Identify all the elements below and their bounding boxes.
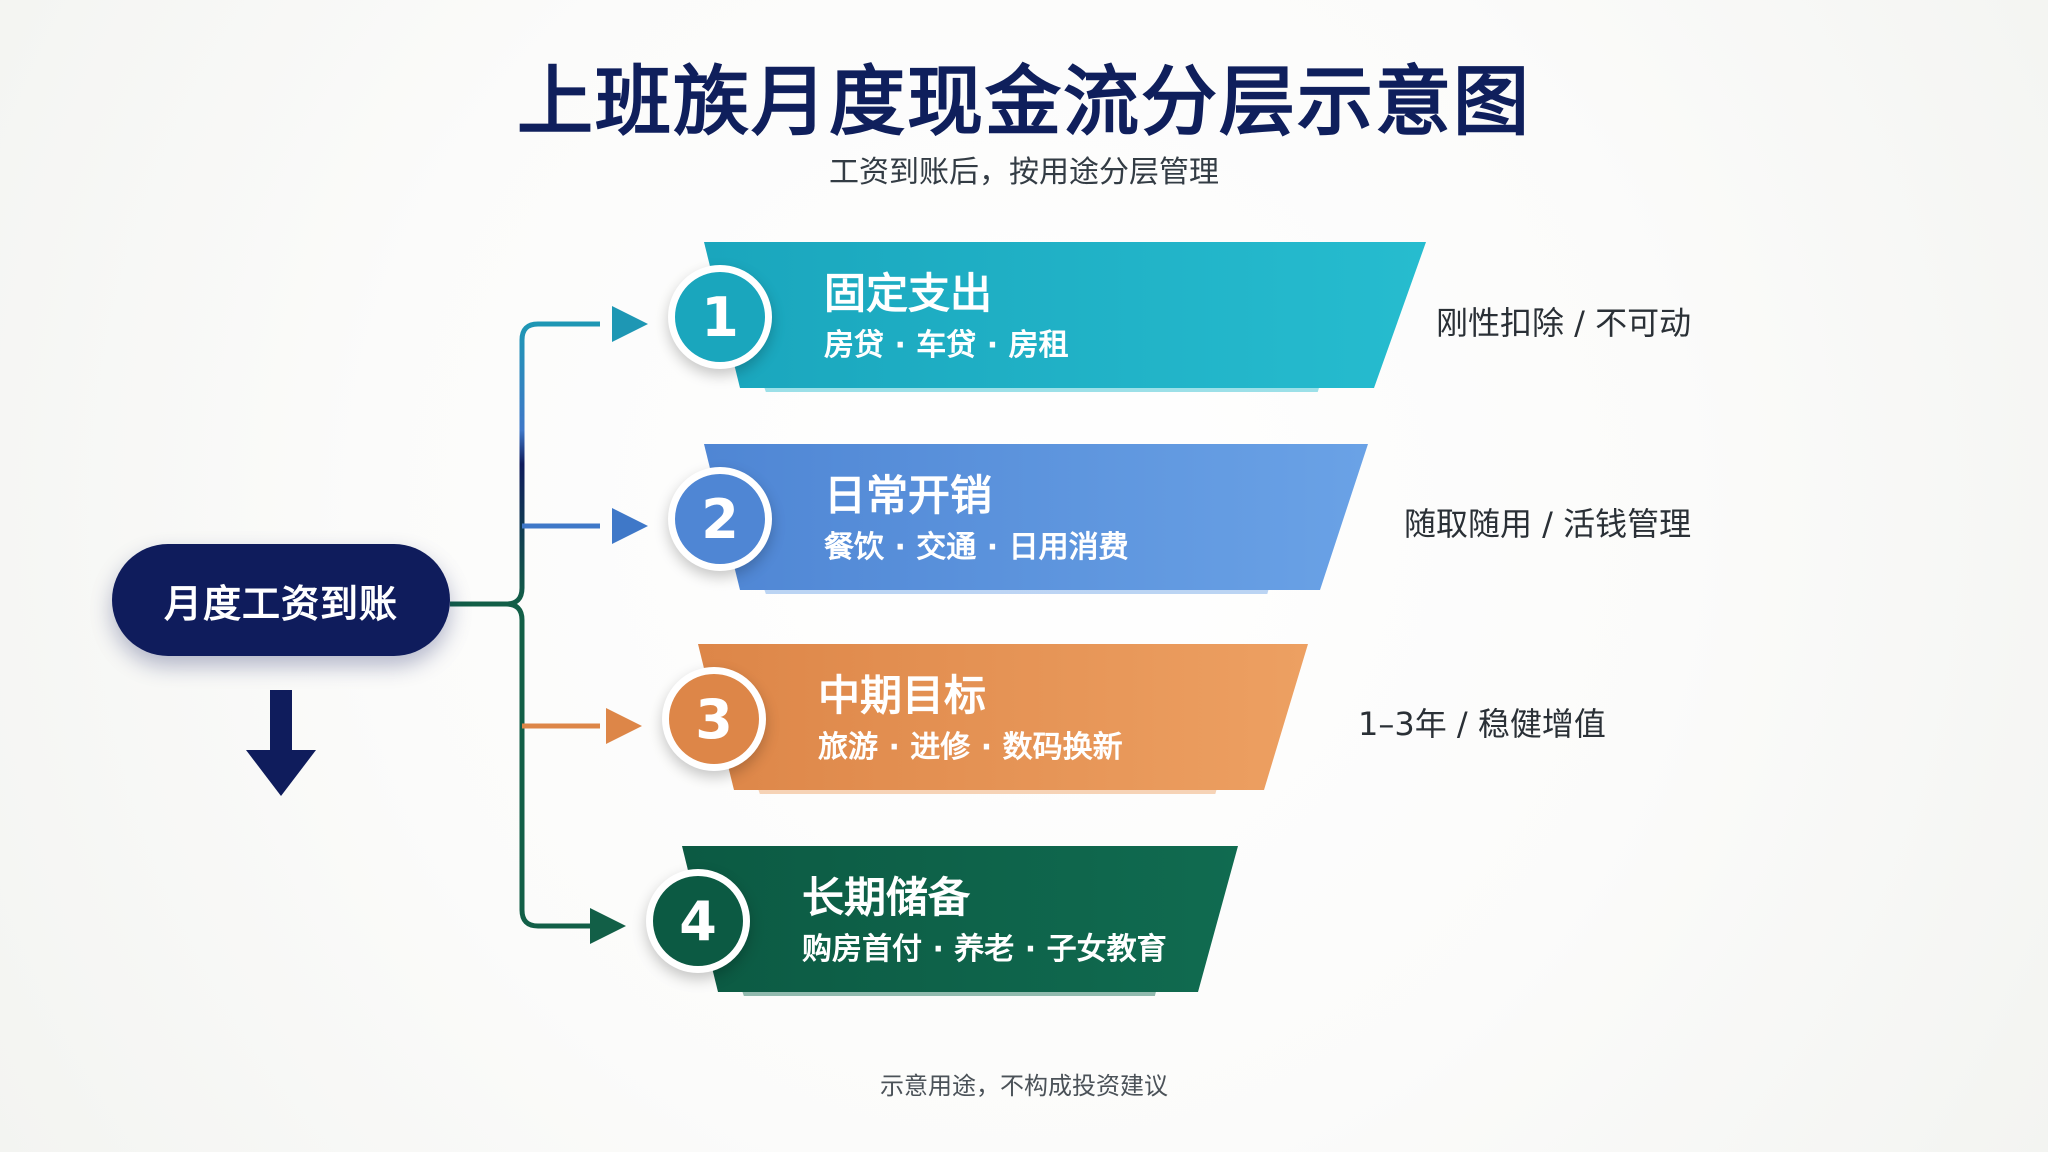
tier-title: 长期储备 [802,873,971,922]
tier-note: 刚性扣除 / 不可动 [1436,304,1692,342]
tier-daily-spending: 2 日常开销 餐饮 · 交通 · 日用消费 [668,444,1368,594]
arrowhead-1 [612,306,648,342]
tier-mid-term-goals: 3 中期目标 旅游 · 进修 · 数码换新 [662,644,1308,794]
tier-number-badge: 2 [668,467,772,571]
tier-ribbon [704,242,1426,392]
disclaimer-footnote: 示意用途，不构成投资建议 [880,1072,1168,1100]
connector-trunk [450,321,600,607]
down-arrow-icon [246,690,316,796]
tier-note: 随取随用 / 活钱管理 [1404,505,1692,543]
source-pill: 月度工资到账 [112,544,450,656]
page-title: 上班族月度现金流分层示意图 [517,57,1531,146]
tier-title: 中期目标 [818,671,987,720]
arrowhead-2 [612,508,648,544]
tier-number-badge: 4 [646,869,750,973]
tier-items: 旅游 · 进修 · 数码换新 [818,730,1123,765]
tier-fixed-expenses: 1 固定支出 房贷 · 车贷 · 房租 [668,242,1426,392]
tier-ribbon [682,846,1238,996]
tier-ribbon [704,444,1368,594]
page-subtitle: 工资到账后，按用途分层管理 [829,155,1219,190]
tier-ribbon [698,644,1308,794]
tier-number-badge: 3 [662,667,766,771]
tier-number-badge: 1 [668,265,772,369]
tier-long-term-reserve: 4 长期储备 购房首付 · 养老 · 子女教育 [646,846,1238,996]
tier-items: 购房首付 · 养老 · 子女教育 [802,932,1167,967]
connector-trunk-lower [505,601,600,929]
tier-title: 日常开销 [824,471,993,520]
tier-items: 餐饮 · 交通 · 日用消费 [824,530,1129,565]
arrowhead-4 [590,908,626,944]
tier-note: 1–3年 / 稳健增值 [1358,705,1606,743]
arrowhead-3 [606,708,642,744]
tier-title: 固定支出 [824,269,993,318]
tier-items: 房贷 · 车贷 · 房租 [824,328,1069,363]
